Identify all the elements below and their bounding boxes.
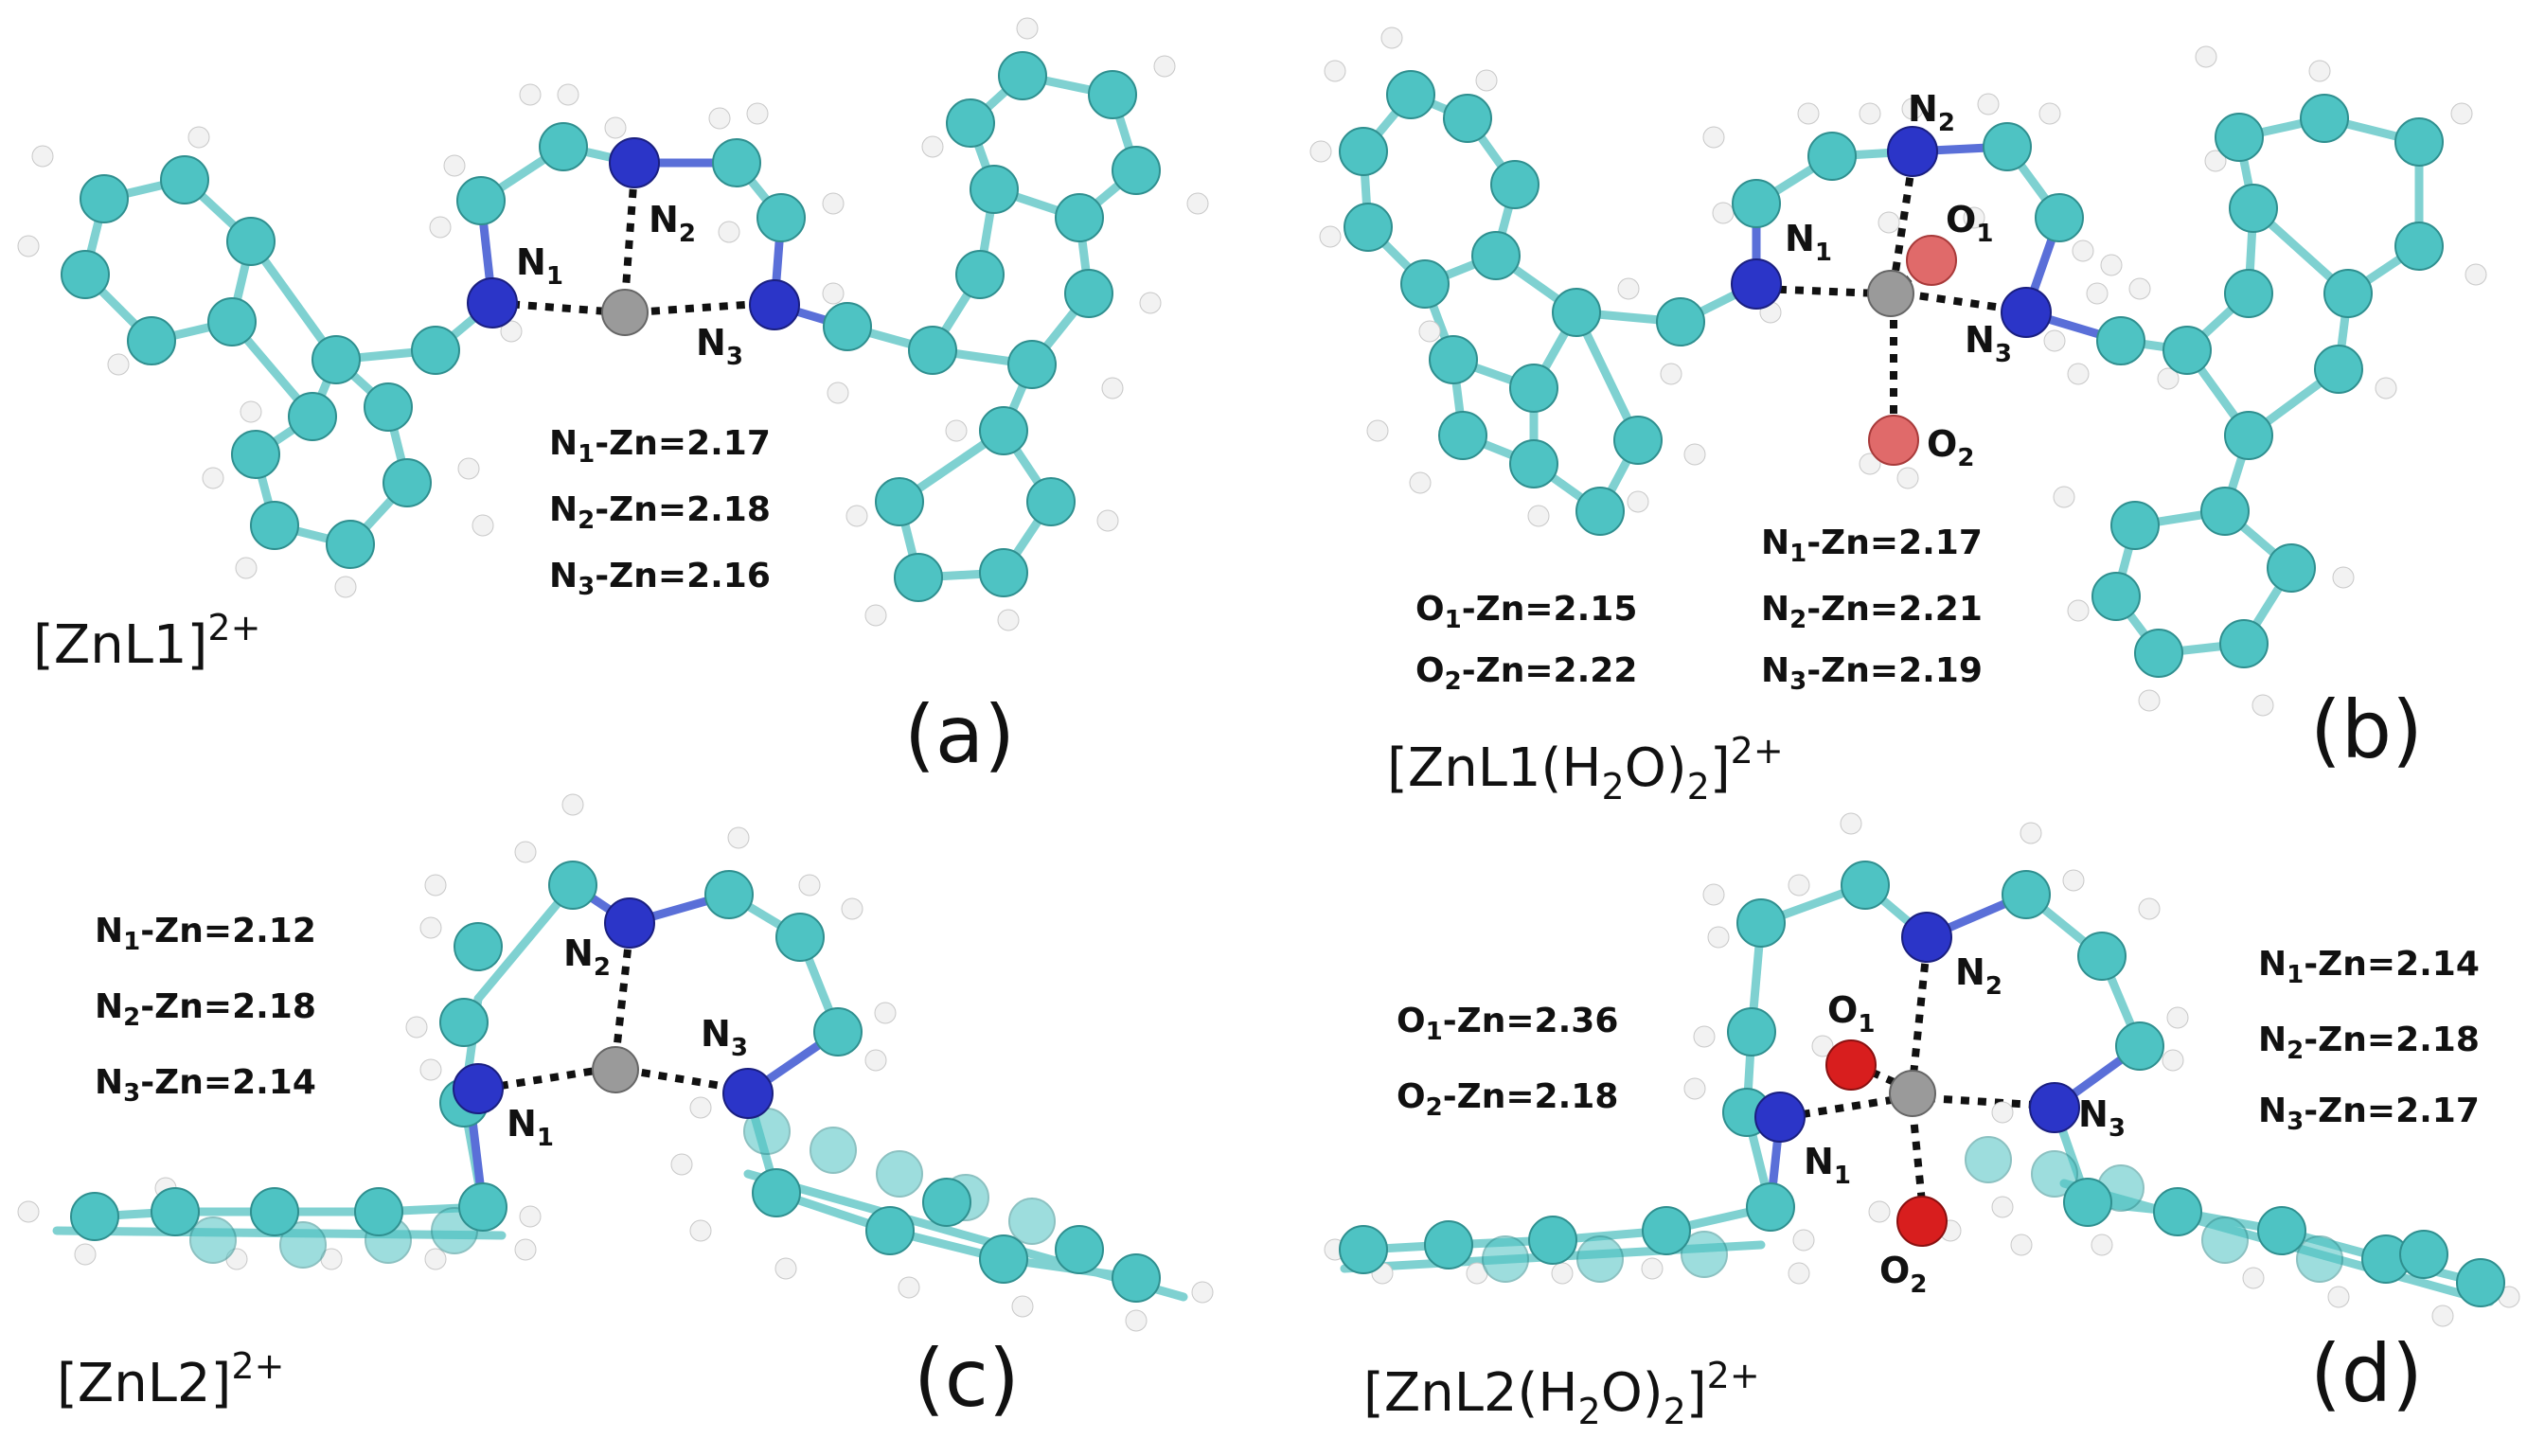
distance-a-n3: N3-Zn=2.16: [549, 557, 771, 601]
atom-label-n3: N3: [2078, 1093, 2126, 1143]
atom-label-n1: N1: [1804, 1141, 1851, 1190]
panel-d: N2 N1 N3 O1 O2 O1-Zn=2.36 O2-Zn=2.18 N1-…: [1324, 812, 2520, 1432]
atom-label-n2: N2: [649, 199, 696, 248]
panel-a: N1 N2 N3 N1-Zn=2.17 N2-Zn=2.18 N3-Zn=2.1…: [17, 17, 1209, 781]
distance-c-n2: N2-Zn=2.18: [95, 987, 316, 1032]
distance-a-n2: N2-Zn=2.18: [549, 490, 771, 535]
formula-d: [ZnL2(H2O)2]2+: [1363, 1355, 1760, 1432]
distance-b-o1: O1-Zn=2.15: [1415, 590, 1637, 634]
distance-d-n2: N2-Zn=2.18: [2258, 1021, 2480, 1065]
panel-c-atoms: [17, 793, 1214, 1332]
panel-b: N1 N2 N3 O1 O2 N1-Zn=2.17 N2-Zn=2.21 N3-…: [1309, 27, 2487, 808]
atom-label-n2: N2: [563, 932, 611, 982]
panel-d-atom-labels: N2 N1 N3 O1 O2: [1804, 951, 2126, 1299]
distance-d-n1: N1-Zn=2.14: [2258, 945, 2480, 989]
distance-b-o2: O2-Zn=2.22: [1415, 651, 1637, 696]
formula-c: [ZnL2]2+: [57, 1345, 284, 1414]
distance-a-n1: N1-Zn=2.17: [549, 424, 771, 469]
atom-label-n3: N3: [701, 1013, 748, 1062]
panel-b-atom-labels: N1 N2 N3 O1 O2: [1785, 88, 2012, 472]
panel-c-atom-labels: N2 N1 N3: [507, 932, 748, 1152]
atom-label-o2: O2: [1879, 1250, 1927, 1299]
panel-a-atom-labels: N1 N2 N3: [516, 199, 743, 371]
distance-b-n1: N1-Zn=2.17: [1761, 524, 1983, 568]
atom-label-n1: N1: [507, 1103, 554, 1152]
panel-b-distances: N1-Zn=2.17 N2-Zn=2.21 N3-Zn=2.19 O1-Zn=2…: [1415, 524, 1983, 696]
distance-c-n3: N3-Zn=2.14: [95, 1063, 316, 1108]
panel-letter-b: (b): [2310, 684, 2423, 776]
distance-d-o1: O1-Zn=2.36: [1397, 1002, 1618, 1046]
distance-d-o2: O2-Zn=2.18: [1397, 1077, 1618, 1122]
panel-b-atoms: [1309, 27, 2487, 717]
atom-label-n3: N3: [696, 322, 743, 371]
formula-b: [ZnL1(H2O)2]2+: [1387, 730, 1784, 808]
atom-label-n3: N3: [1965, 319, 2012, 368]
distance-b-n3: N3-Zn=2.19: [1761, 651, 1983, 696]
panel-a-atoms: [17, 17, 1209, 631]
atom-label-o1: O1: [1946, 199, 1993, 248]
panel-c-distances: N1-Zn=2.12 N2-Zn=2.18 N3-Zn=2.14: [95, 912, 316, 1108]
distance-c-n1: N1-Zn=2.12: [95, 912, 316, 956]
atom-label-o1: O1: [1827, 989, 1875, 1039]
distance-b-n2: N2-Zn=2.21: [1761, 590, 1983, 634]
panel-d-atoms: [1324, 812, 2520, 1327]
formula-a: [ZnL1]2+: [33, 607, 260, 676]
panel-letter-c: (c): [914, 1332, 1020, 1425]
panel-letter-a: (a): [904, 688, 1015, 781]
distance-d-n3: N3-Zn=2.17: [2258, 1092, 2480, 1136]
atom-label-o2: O2: [1927, 423, 1974, 472]
panel-d-distances: O1-Zn=2.36 O2-Zn=2.18 N1-Zn=2.14 N2-Zn=2…: [1397, 945, 2480, 1136]
panel-a-distances: N1-Zn=2.17 N2-Zn=2.18 N3-Zn=2.16: [549, 424, 771, 601]
atom-label-n2: N2: [1955, 951, 2002, 1001]
atom-label-n1: N1: [516, 241, 563, 291]
atom-label-n1: N1: [1785, 218, 1832, 267]
panel-c: N2 N1 N3 N1-Zn=2.12 N2-Zn=2.18 N3-Zn=2.1…: [17, 793, 1214, 1425]
atom-label-n2: N2: [1908, 88, 1955, 137]
panel-letter-d: (d): [2310, 1327, 2423, 1420]
